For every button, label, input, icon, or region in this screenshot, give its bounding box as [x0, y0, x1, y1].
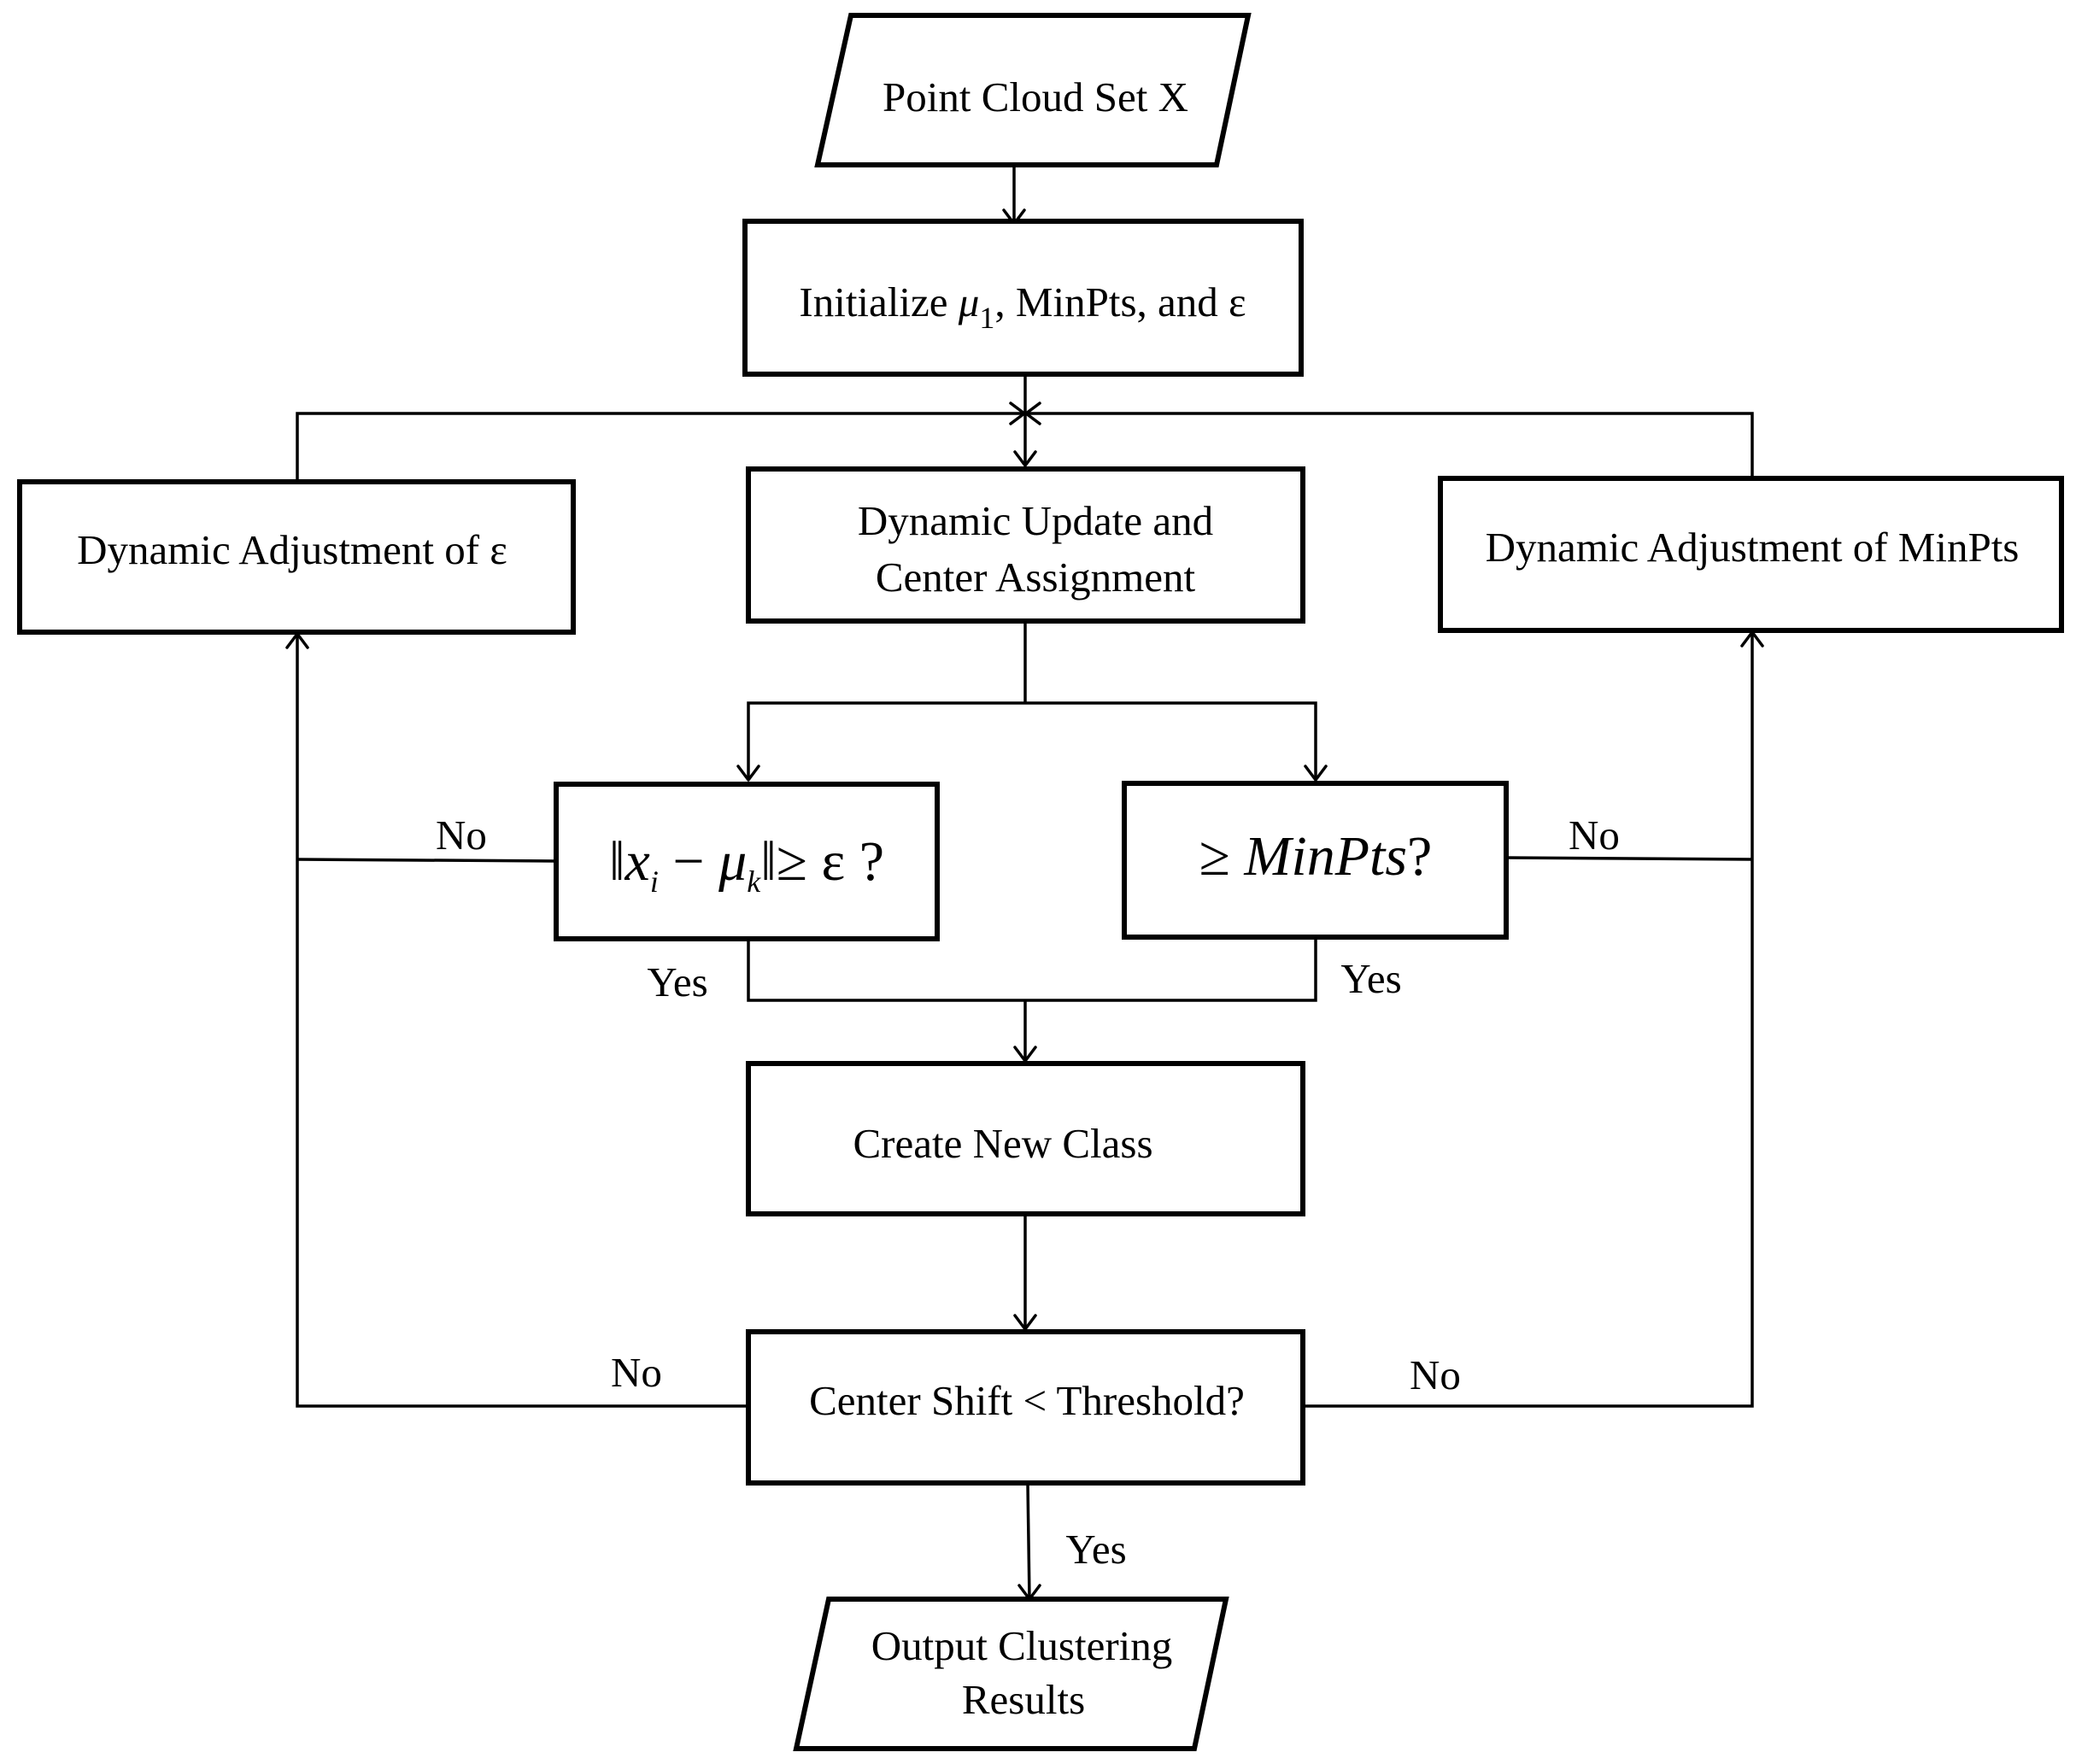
- sub-i: i: [650, 864, 659, 899]
- var-mu: μ: [718, 830, 747, 893]
- label-shift-no-left: No: [611, 1349, 662, 1396]
- cond-minpts-label: ≥ MinPts?: [1199, 825, 1433, 888]
- arrowhead: [736, 765, 760, 782]
- edge-right-vertical: [1303, 632, 1754, 1408]
- label-minpts-yes: Yes: [1340, 955, 1401, 1002]
- label-shift-yes: Yes: [1065, 1526, 1126, 1573]
- init-mu: μ: [958, 278, 980, 325]
- output-label-line1: Output Clustering: [871, 1622, 1173, 1669]
- arrowhead: [1304, 765, 1328, 782]
- question-mark: ?: [1407, 825, 1432, 888]
- edge-minpts-no: [1505, 856, 1753, 861]
- create-label: Create New Class: [853, 1120, 1152, 1167]
- arrowhead: [1013, 450, 1037, 467]
- cond-eps-node: ‖xi − μk‖≥ ε ?: [554, 782, 940, 941]
- create-shape: [746, 1061, 1305, 1216]
- adjust-minpts-label: Dynamic Adjustment of MinPts: [1486, 524, 2020, 571]
- edge-labels: No No Yes Yes No No Yes: [436, 812, 1620, 1573]
- adjust-eps-shape: [17, 479, 576, 635]
- minpts-var: MinPts: [1243, 825, 1407, 888]
- norm-left: ‖: [609, 830, 625, 893]
- output-node: Output Clustering Results: [793, 1597, 1229, 1751]
- label-eps-no: No: [436, 812, 487, 859]
- init-label: Initialize μ1, MinPts, and ε: [799, 278, 1246, 335]
- input-node: Point Cloud Set X: [814, 13, 1252, 167]
- arrowhead-from-left: [1009, 401, 1026, 425]
- norm-right: ‖: [760, 830, 777, 893]
- init-sub: 1: [979, 301, 994, 335]
- output-label-line2: Results: [962, 1676, 1085, 1723]
- create-node: Create New Class: [746, 1061, 1305, 1216]
- cond-minpts-shape: [1122, 781, 1509, 940]
- label-eps-yes: Yes: [647, 958, 707, 1005]
- edge-split: [747, 701, 1317, 780]
- geq: ≥: [1199, 825, 1245, 888]
- sub-k: k: [747, 864, 761, 899]
- init-suffix: , MinPts, and ε: [994, 278, 1246, 325]
- var-x: x: [625, 830, 650, 893]
- connectors: [285, 162, 1764, 1601]
- update-label-line1: Dynamic Update and: [858, 497, 1213, 544]
- minus: −: [659, 830, 718, 893]
- arrowhead-from-right: [1024, 401, 1041, 425]
- shift-shape: [746, 1329, 1305, 1486]
- adjust-minpts-shape: [1438, 476, 2064, 633]
- edge-eps-no: [296, 858, 557, 863]
- label-minpts-no: No: [1569, 812, 1620, 859]
- init-shape: [742, 219, 1304, 377]
- adjust-eps-label: Dynamic Adjustment of ε: [77, 526, 507, 573]
- adjust-minpts-node: Dynamic Adjustment of MinPts: [1438, 476, 2064, 633]
- init-prefix: Initialize: [799, 278, 958, 325]
- label-shift-no-right: No: [1410, 1351, 1461, 1398]
- cond-eps-shape: [554, 782, 940, 941]
- output-shape: [793, 1597, 1229, 1751]
- cond-eps-rest: ≥ ε ?: [777, 830, 884, 893]
- cond-minpts-node: ≥ MinPts?: [1122, 781, 1509, 940]
- update-shape: [746, 466, 1305, 624]
- update-label-line2: Center Assignment: [876, 554, 1196, 601]
- init-node: Initialize μ1, MinPts, and ε: [742, 219, 1304, 377]
- shift-node: Center Shift < Threshold?: [746, 1329, 1305, 1486]
- edge-yes-merge: [747, 939, 1317, 1002]
- edge-shift-output: [1026, 1484, 1031, 1600]
- shift-label: Center Shift < Threshold?: [809, 1377, 1245, 1424]
- input-shape: [814, 13, 1252, 167]
- cond-eps-label: ‖xi − μk‖≥ ε ?: [609, 830, 884, 899]
- input-label: Point Cloud Set X: [883, 73, 1188, 120]
- adjust-eps-node: Dynamic Adjustment of ε: [17, 479, 576, 635]
- edge-left-vertical: [296, 634, 748, 1408]
- update-node: Dynamic Update and Center Assignment: [746, 466, 1305, 624]
